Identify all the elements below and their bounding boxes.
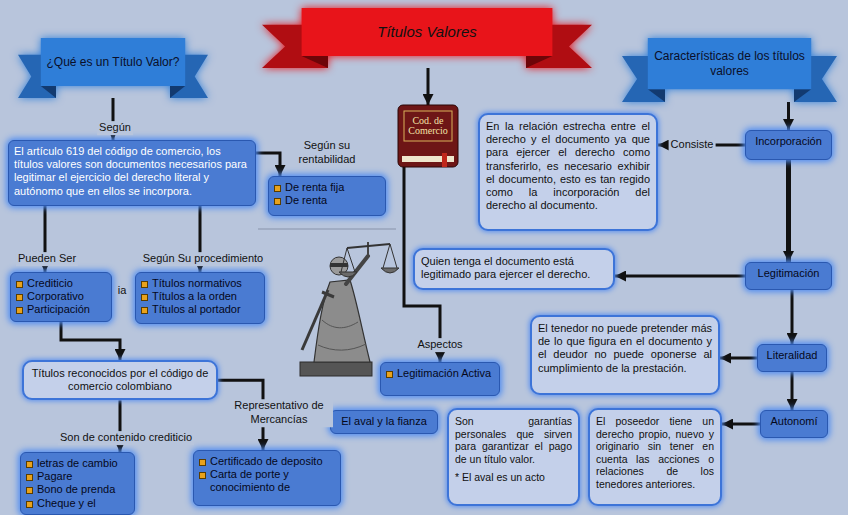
text-box: Títulos reconocidos por el código de com… [22, 360, 218, 400]
node-text: El aval y la fianza [336, 415, 432, 428]
list-item: Cheque y el [26, 497, 129, 510]
free-label: Según su rentabilidad [290, 139, 364, 167]
text-holder: ¿Qué es un Título Valor? [41, 38, 185, 86]
code-book: Cod. de Comercio [398, 105, 458, 167]
connector-arrow [119, 400, 122, 452]
list-item: De renta fija [274, 181, 380, 194]
node-text: El poseedor tiene un derecho propio, nue… [596, 415, 714, 491]
connector-arrow [791, 290, 794, 344]
node-text: Quien tenga el documento está legitimado… [421, 255, 607, 281]
connector-arrow [427, 68, 430, 105]
list-item: Bono de prenda [26, 483, 129, 496]
edge-label: Consiste [669, 138, 716, 152]
feature-box: Literalidad [757, 344, 827, 372]
text-box: Son garantías personales que sirven para… [447, 408, 580, 506]
connector-arrow [791, 372, 794, 410]
list-item: Corporativo [16, 290, 106, 303]
text-box: El aval y la fianza [330, 410, 438, 434]
section-ribbon: Características de los títulos valores [622, 38, 837, 102]
list-box: Certificado de depositoCarta de porte y … [193, 450, 341, 506]
list-item: Certificado de deposito [199, 455, 335, 468]
list-item: Participación [16, 303, 106, 316]
connector-arrow [112, 98, 115, 140]
list-box: De renta fijaDe renta [268, 176, 386, 216]
node-text: Son garantías personales que sirven para… [455, 415, 572, 465]
node-text: Legitimación [751, 267, 826, 280]
connector-arrow [786, 160, 791, 262]
connector-arrow [61, 322, 120, 360]
node-text: * El aval es un acto [455, 471, 572, 484]
list-item: Carta de porte y conocimiento de [199, 468, 335, 494]
list-item: Títulos normativos [141, 277, 259, 290]
edge-label: Pueden Ser [16, 252, 78, 266]
node-text: Literalidad [763, 349, 821, 362]
text-box: En la relación estrecha entre el derecho… [478, 113, 658, 231]
text-box: El poseedor tiene un derecho propio, nue… [588, 408, 722, 506]
edge-label: Son de contenido crediticio [58, 431, 194, 445]
edge-label: Representativo de Mercancías [225, 399, 333, 427]
connector-arrow [787, 102, 790, 130]
list-box: CrediticioCorporativoParticipación [10, 272, 112, 322]
definition-box: El artículo 619 del código de comercio, … [8, 140, 256, 206]
text-box: Quien tenga el documento está legitimado… [413, 248, 615, 290]
node-text: Incorporación [751, 135, 826, 148]
node-text: Cod. de Comercio [404, 116, 452, 137]
text-holder: Características de los títulos valores [648, 38, 811, 89]
list-item: De renta [274, 194, 380, 207]
connector-arrow [199, 206, 202, 272]
edge-label: Según [97, 121, 133, 135]
list-item: letras de cambio [26, 457, 129, 470]
connector-arrow [722, 423, 760, 426]
list-item: Legitimación Activa [386, 367, 494, 380]
justice-statue [300, 242, 399, 376]
node-text: Características de los títulos valores [648, 49, 811, 78]
text-holder: Títulos Valores [302, 8, 553, 56]
list-box: Legitimación Activa [380, 362, 500, 396]
edge-label: Aspectos [415, 338, 464, 352]
free-label: ia [115, 284, 129, 298]
list-item: Títulos a la orden [141, 290, 259, 303]
connector-arrow [218, 380, 263, 450]
connector-arrow [256, 153, 280, 176]
connector-arrow [615, 275, 745, 278]
text-holder: Cod. de Comercio [404, 111, 452, 141]
separator-line [258, 229, 396, 230]
section-ribbon: ¿Qué es un Título Valor? [18, 38, 208, 98]
connector-arrow [44, 206, 47, 272]
text-box: El tenedor no puede pretender más de lo … [530, 315, 720, 395]
node-text: Autonomí [766, 415, 822, 428]
list-item: Pagare [26, 470, 129, 483]
node-text: En la relación estrecha entre el derecho… [486, 120, 650, 212]
connector-arrow [720, 357, 757, 360]
list-box: letras de cambioPagareBono de prendaCheq… [20, 452, 135, 515]
node-text: El artículo 619 del código de comercio, … [14, 145, 250, 198]
feature-box: Autonomí [760, 410, 828, 438]
edge-label: Según Su procedimiento [141, 252, 265, 266]
list-item: Títulos al portador [141, 303, 259, 316]
node-text: ¿Qué es un Título Valor? [47, 55, 180, 69]
feature-box: Legitimación [745, 262, 832, 290]
title-banner: Títulos Valores [262, 8, 592, 68]
connector-arrow [658, 144, 745, 147]
node-text: El tenedor no puede pretender más de lo … [538, 322, 712, 375]
node-text: Títulos Valores [377, 23, 477, 41]
list-item: Crediticio [16, 277, 106, 290]
list-box: Títulos normativosTítulos a la ordenTítu… [135, 272, 265, 324]
feature-box: Incorporación [745, 130, 832, 160]
node-text: Títulos reconocidos por el código de com… [30, 367, 210, 393]
